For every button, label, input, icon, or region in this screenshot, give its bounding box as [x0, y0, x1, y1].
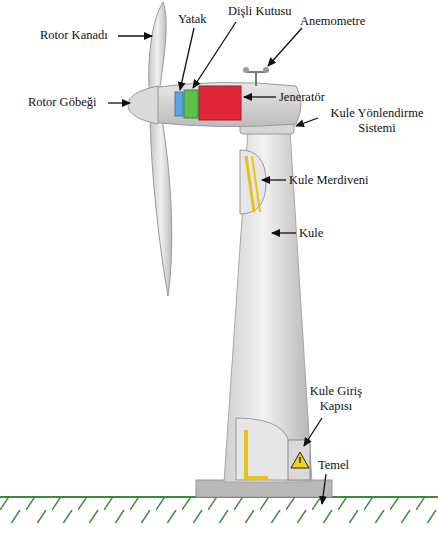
part-label: Jeneratör	[279, 90, 349, 105]
part-label: Rotor Kanadı	[40, 28, 120, 43]
part-label: Anemometre	[300, 14, 390, 29]
part-label: Temel	[318, 458, 368, 473]
part-label: Yatak	[178, 12, 218, 27]
part-label: Rotor Göbeği	[28, 95, 110, 110]
part-label: Kule Merdiveni	[289, 173, 389, 188]
part-label: Kule Yönlendirme Sistemi	[320, 106, 434, 136]
part-label: Kule	[299, 226, 349, 241]
part-label: Kule Giriş Kapısı	[304, 384, 368, 414]
